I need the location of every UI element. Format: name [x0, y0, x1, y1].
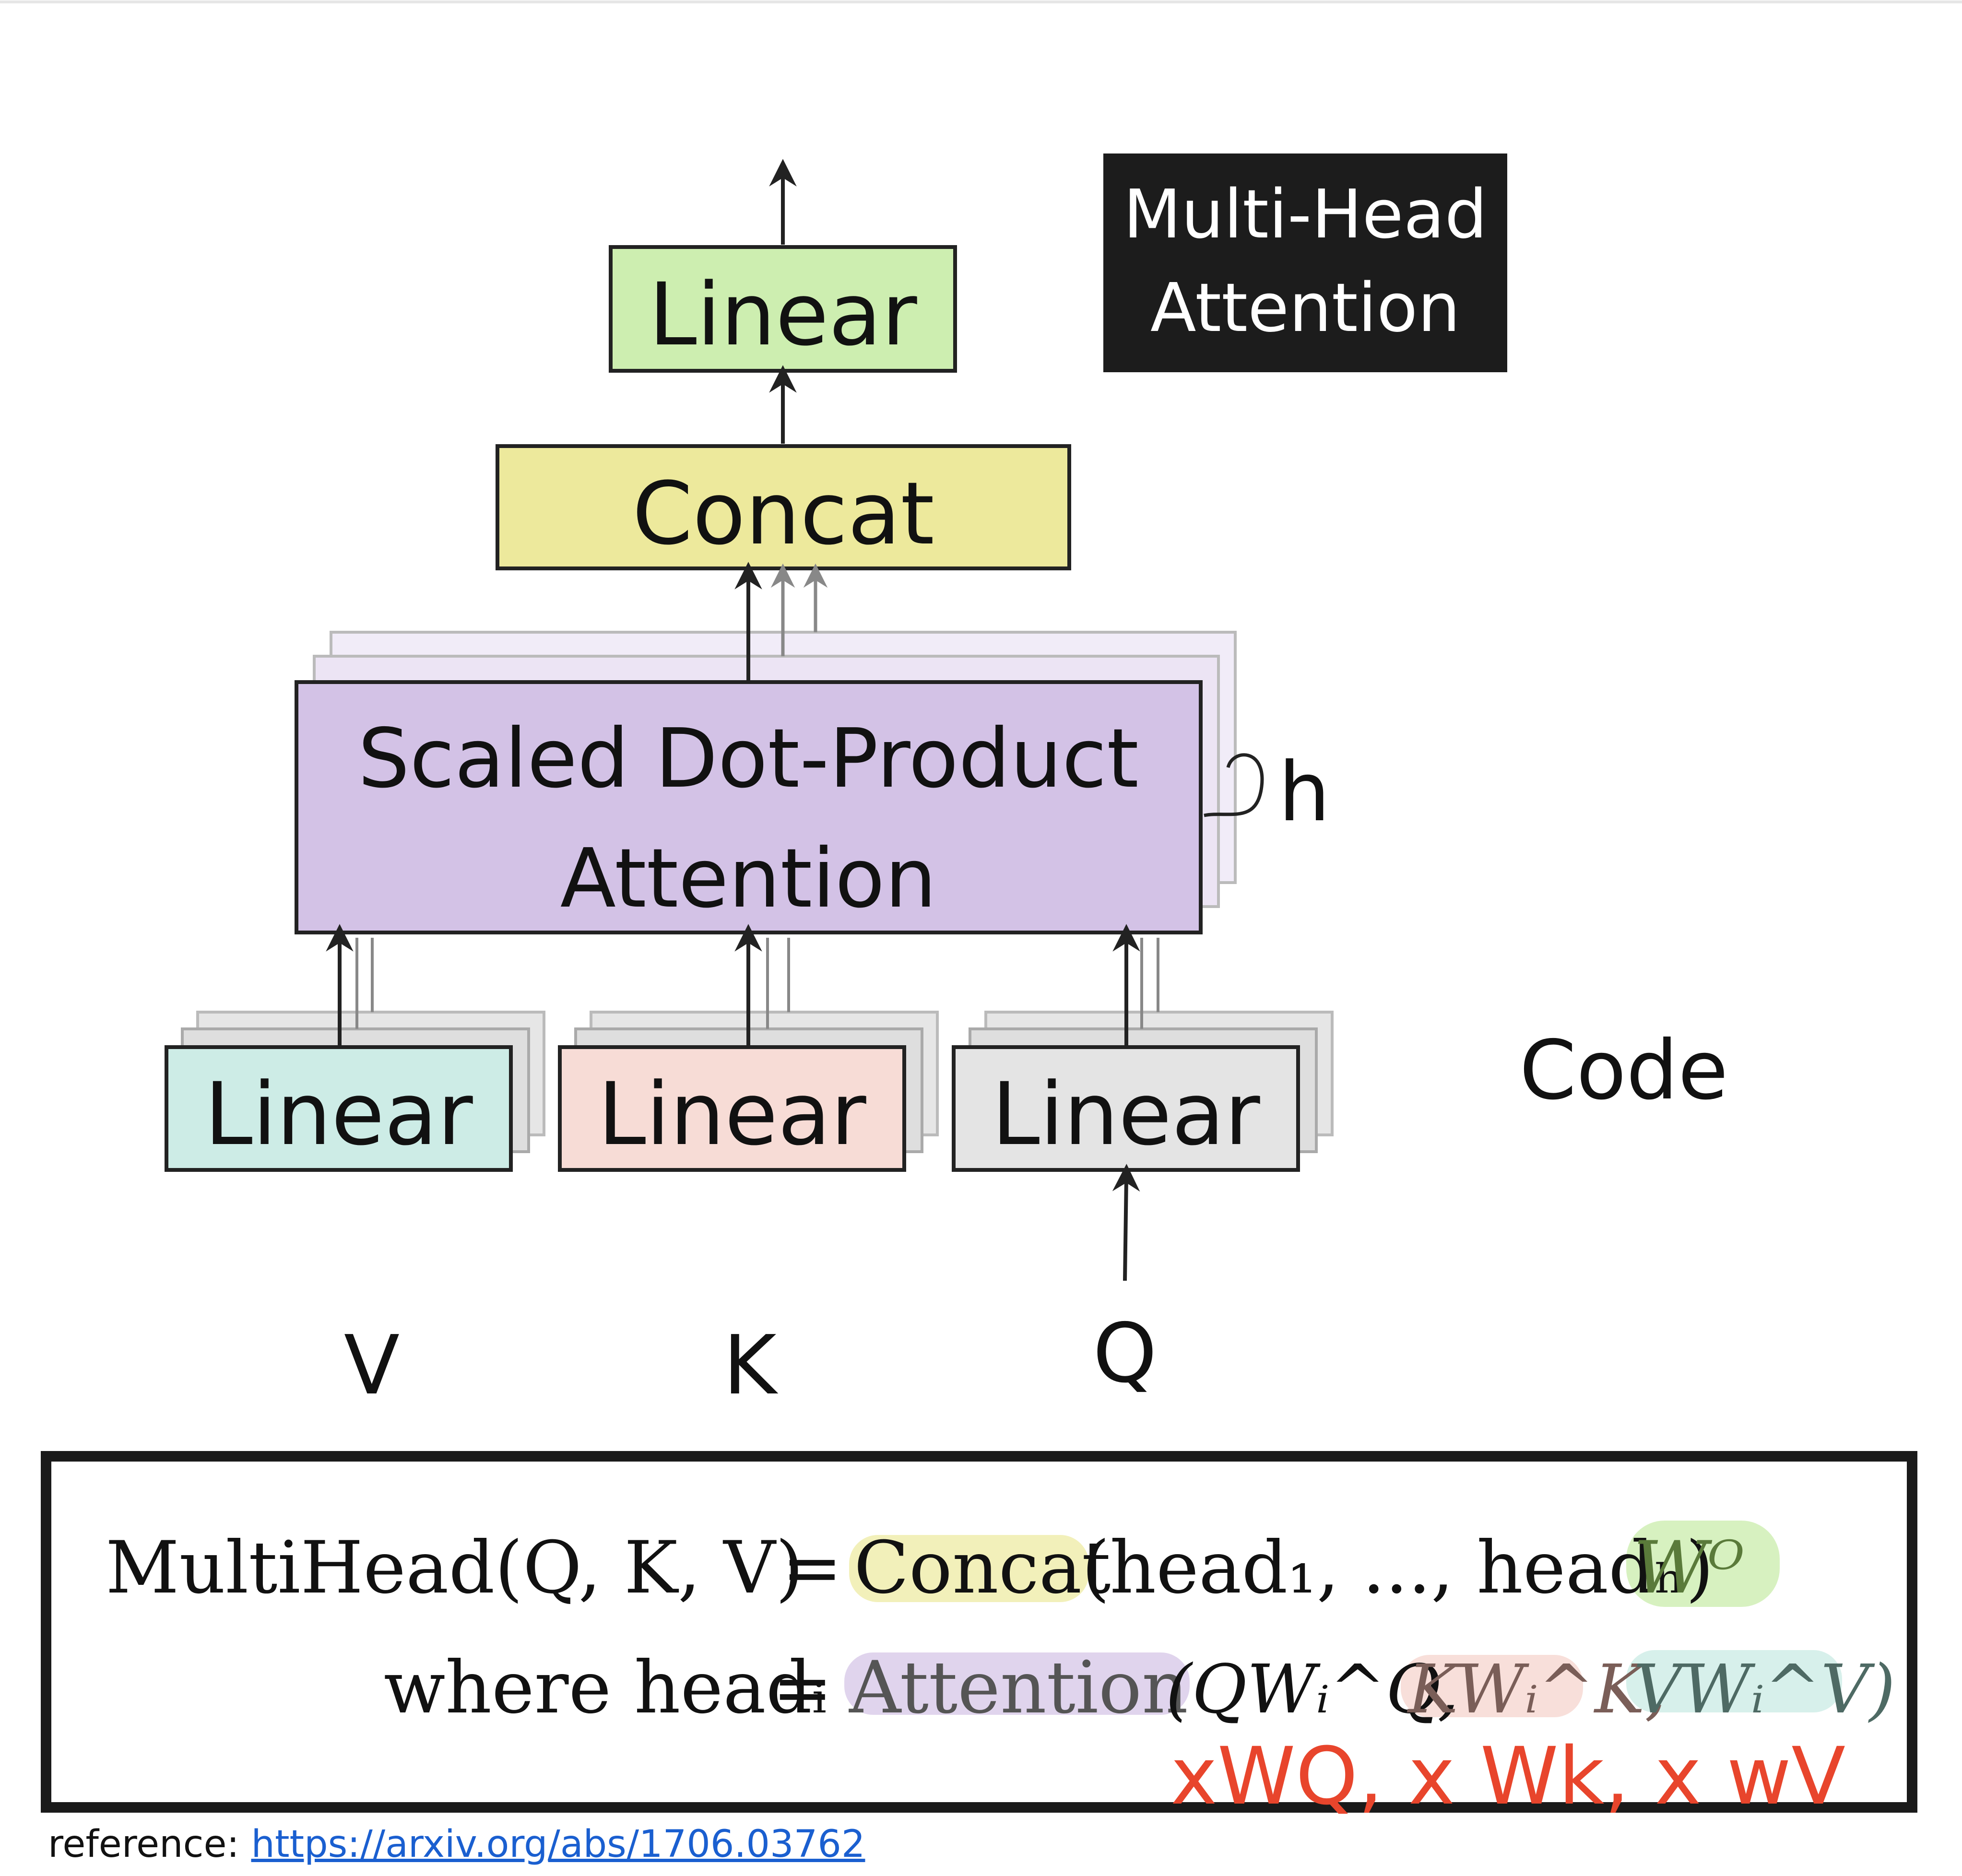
formula-line1-wo: Wᴼ — [1633, 1526, 1745, 1610]
reference-link[interactable]: https://arxiv.org/abs/1706.03762 — [251, 1823, 865, 1866]
input-q-label: Q — [1093, 1306, 1157, 1401]
linear-k-label: Linear — [598, 1064, 866, 1165]
wo-highlight — [1626, 1521, 1780, 1607]
attention-box: Scaled Dot-Product Attention — [295, 680, 1203, 934]
formula-line1-concat: Concat — [854, 1526, 1111, 1610]
linear-q-box: Linear — [952, 1045, 1300, 1172]
formula-line2-eq: = — [772, 1646, 833, 1730]
linear-q-label: Linear — [992, 1064, 1260, 1165]
reference-label: reference: — [48, 1823, 251, 1866]
formula-line2-args-v: VWᵢ^V) — [1633, 1651, 1895, 1729]
formula-frame — [41, 1451, 1917, 1813]
reference-line: reference: https://arxiv.org/abs/1706.03… — [48, 1823, 865, 1866]
attention-label-line1: Scaled Dot-Product — [358, 711, 1139, 806]
formula-line1-args: (head₁, ..., headₕ) — [1082, 1526, 1714, 1610]
attention-highlight — [844, 1652, 1190, 1715]
formula-annotation: xWQ, x Wk, x wV — [1170, 1730, 1845, 1822]
formula-box: MultiHead(Q, K, V) = Concat (head₁, ...,… — [41, 1451, 1917, 1822]
linear-v-rect — [165, 1045, 513, 1172]
formula-line2-attention: Attention — [849, 1646, 1188, 1730]
output-linear-label: Linear — [649, 265, 917, 365]
formula-line2-where: where headᵢ — [384, 1646, 827, 1730]
title-badge: Multi-Head Attention — [1103, 153, 1507, 372]
code-label: Code — [1519, 1023, 1728, 1118]
linear-v-box: Linear — [165, 1045, 513, 1172]
v-highlight — [1626, 1650, 1842, 1712]
heads-brace — [1204, 753, 1264, 817]
concat-highlight — [849, 1535, 1089, 1602]
title-badge-line2: Attention — [1150, 269, 1460, 347]
concat-box: Concat — [496, 444, 1071, 570]
formula-line1-lhs: MultiHead(Q, K, V) — [106, 1526, 804, 1610]
output-linear-rect — [609, 245, 957, 373]
linear-v-label: Linear — [204, 1064, 473, 1165]
formula-line2-args-k: KWᵢ^K, — [1406, 1651, 1666, 1729]
k-highlight — [1401, 1655, 1583, 1717]
output-linear-box: Linear — [609, 245, 957, 373]
concat-label: Concat — [632, 464, 934, 564]
q-input-arrow — [1112, 1164, 1140, 1281]
input-v-label: V — [344, 1318, 400, 1413]
title-badge-bg — [1103, 153, 1507, 372]
attention-label-line2: Attention — [560, 831, 937, 926]
input-k-label: K — [723, 1318, 779, 1413]
formula-line1-eq: = — [782, 1526, 842, 1610]
title-badge-line1: Multi-Head — [1123, 176, 1488, 254]
linear-k-box: Linear — [558, 1045, 906, 1172]
linear-k-rect — [558, 1045, 906, 1172]
heads-label: h — [1278, 745, 1330, 840]
linear-q-rect — [952, 1045, 1300, 1172]
formula-line2-args-q: (QWᵢ^Q, — [1166, 1651, 1459, 1729]
concat-rect — [496, 444, 1071, 570]
